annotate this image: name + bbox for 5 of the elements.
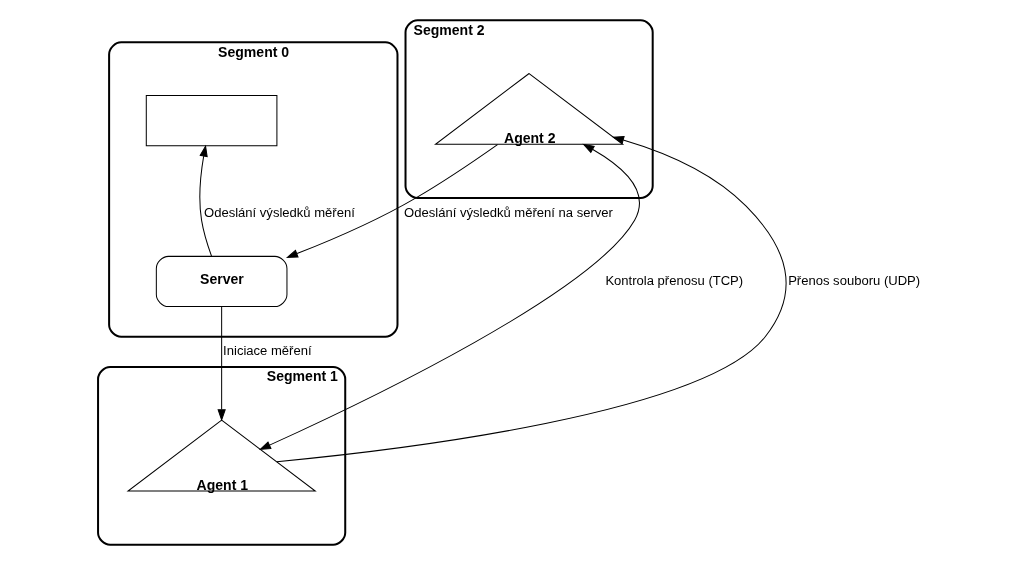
edge-label: Iniciace měření bbox=[222, 343, 312, 359]
edge-label: Odeslání výsledků měření bbox=[203, 204, 355, 220]
edge-label: Odeslání výsledků měření na server bbox=[403, 204, 613, 220]
edge-label: Přenos souboru (UDP) bbox=[787, 272, 920, 288]
edge-label: Kontrola přenosu (TCP) bbox=[604, 272, 743, 288]
